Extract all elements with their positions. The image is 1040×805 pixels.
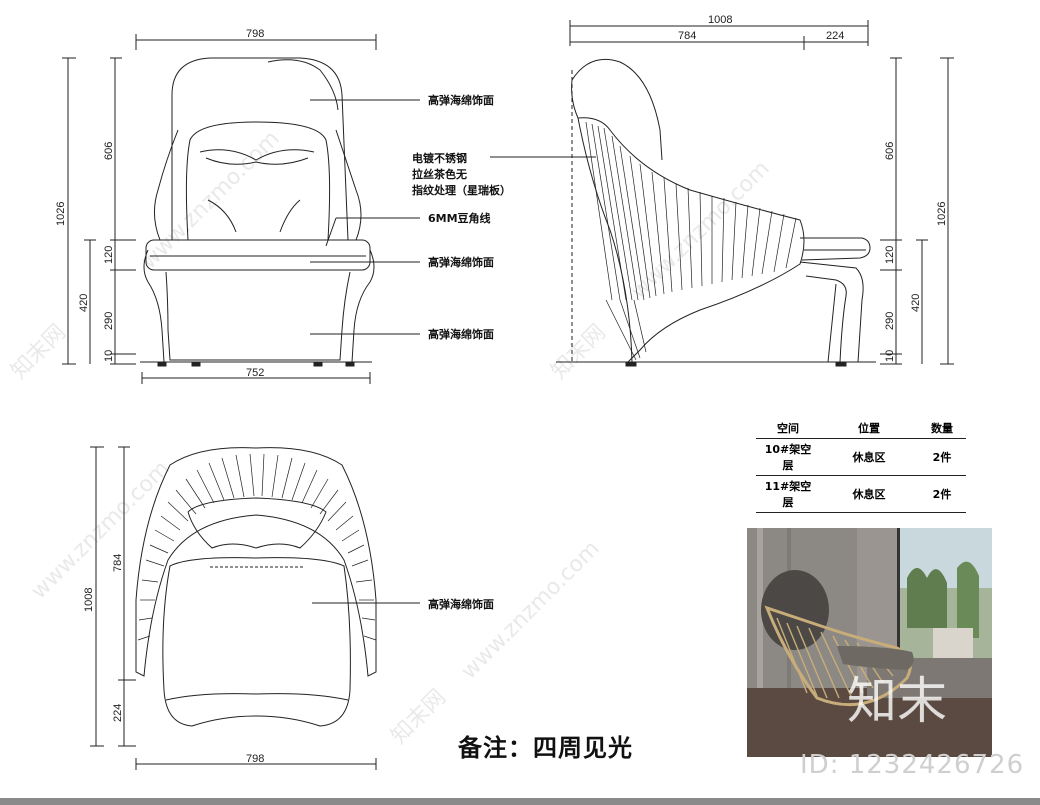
product-photo: 知末 bbox=[747, 528, 992, 757]
dim-side-foot: 10 bbox=[884, 350, 896, 362]
label-steel-2: 拉丝茶色无 bbox=[412, 167, 467, 181]
table-cell: 2件 bbox=[918, 475, 966, 513]
dim-top-depth-total: 1008 bbox=[83, 588, 95, 612]
dim-front-seat-height: 420 bbox=[78, 294, 90, 312]
watermarks: www.znzmo.com www.znzmo.com www.znzmo.co… bbox=[7, 126, 775, 749]
table-row: 11#架空层 休息区 2件 bbox=[756, 475, 966, 513]
watermark-text-1: www.znzmo.com bbox=[137, 126, 285, 274]
dim-side-depth-total: 1008 bbox=[708, 14, 732, 26]
brand-logo-icon: 知末 bbox=[847, 672, 947, 730]
front-back-cushion bbox=[185, 121, 331, 241]
dim-side-height-total: 1026 bbox=[936, 202, 948, 226]
dim-front-back: 606 bbox=[103, 142, 115, 160]
dim-side-base: 290 bbox=[884, 312, 896, 330]
table-cell: 11#架空层 bbox=[756, 475, 820, 513]
dim-front-base: 290 bbox=[103, 312, 115, 330]
top-seat-cushion bbox=[162, 557, 351, 727]
front-seat-cushion bbox=[145, 239, 371, 271]
dim-side-seat-height: 420 bbox=[910, 294, 922, 312]
dim-side-back: 606 bbox=[884, 142, 896, 160]
watermark-brand-3: 知末网 bbox=[387, 685, 451, 749]
side-view-dims: 1008 784 224 606 1026 120 420 290 10 bbox=[678, 14, 948, 362]
dim-side-depth-main: 784 bbox=[678, 30, 696, 42]
table-cell: 2件 bbox=[918, 438, 966, 476]
dim-side-depth-front: 224 bbox=[826, 30, 844, 42]
dim-top-depth-main: 784 bbox=[112, 554, 124, 572]
top-wire-shell bbox=[135, 447, 377, 677]
front-base bbox=[165, 271, 351, 361]
dim-front-width-bottom: 752 bbox=[246, 367, 264, 379]
side-wire-shell bbox=[577, 117, 805, 363]
table-cell: 休息区 bbox=[820, 438, 918, 476]
top-view bbox=[90, 446, 420, 770]
dim-front-height-total: 1026 bbox=[55, 202, 67, 226]
front-back-shell bbox=[171, 57, 349, 241]
bottom-bar bbox=[0, 798, 1040, 805]
svg-text:知末: 知末 bbox=[847, 672, 947, 730]
side-view bbox=[490, 20, 954, 367]
front-view bbox=[62, 34, 420, 384]
front-labels: 高弹海绵饰面 电镀不锈钢 拉丝茶色无 指纹处理（星瑞板） 6MM豆角线 高弹海绵… bbox=[412, 93, 511, 611]
dim-front-foot: 10 bbox=[103, 350, 115, 362]
side-seat-cushion bbox=[800, 237, 871, 261]
label-piping: 6MM豆角线 bbox=[428, 211, 491, 225]
label-seat-cushion: 高弹海绵饰面 bbox=[428, 255, 494, 269]
table-header-space: 空间 bbox=[756, 418, 820, 439]
label-base-cushion: 高弹海绵饰面 bbox=[428, 327, 494, 341]
remark-note: 备注：四周见光 bbox=[458, 734, 633, 762]
table-cell: 休息区 bbox=[820, 475, 918, 513]
side-back-cushion bbox=[571, 58, 663, 161]
dim-front-width-top: 798 bbox=[246, 28, 264, 40]
watermark-text-3: www.znzmo.com bbox=[27, 456, 175, 604]
dim-top-width: 798 bbox=[246, 753, 264, 765]
dim-front-seat-thickness: 120 bbox=[103, 246, 115, 264]
table-header-row: 空间 位置 数量 bbox=[756, 418, 966, 439]
dim-side-seat-thickness: 120 bbox=[884, 246, 896, 264]
dim-top-depth-front: 224 bbox=[112, 704, 124, 722]
label-steel-1: 电镀不锈钢 bbox=[412, 151, 467, 165]
watermark-brand-2: 知末网 bbox=[547, 320, 611, 384]
quantity-table: 空间 位置 数量 10#架空层 休息区 2件 11#架空层 休息区 2件 bbox=[756, 418, 966, 513]
side-front-leg bbox=[799, 261, 864, 363]
top-view-dims: 798 1008 784 224 bbox=[83, 554, 264, 765]
label-top-cushion: 高弹海绵饰面 bbox=[428, 597, 494, 611]
label-steel-3: 指纹处理（星瑞板） bbox=[412, 183, 511, 197]
label-back-cushion: 高弹海绵饰面 bbox=[428, 93, 494, 107]
table-row: 10#架空层 休息区 2件 bbox=[756, 438, 966, 476]
watermark-brand-1: 知末网 bbox=[7, 320, 71, 384]
table-header-qty: 数量 bbox=[918, 418, 966, 439]
top-back-cushion bbox=[187, 497, 327, 549]
front-view-dims: 798 752 1026 606 120 290 10 420 bbox=[55, 28, 264, 379]
image-id: ID: 1232426726 bbox=[800, 750, 1025, 780]
table-cell: 10#架空层 bbox=[756, 438, 820, 476]
table-header-location: 位置 bbox=[820, 418, 918, 439]
